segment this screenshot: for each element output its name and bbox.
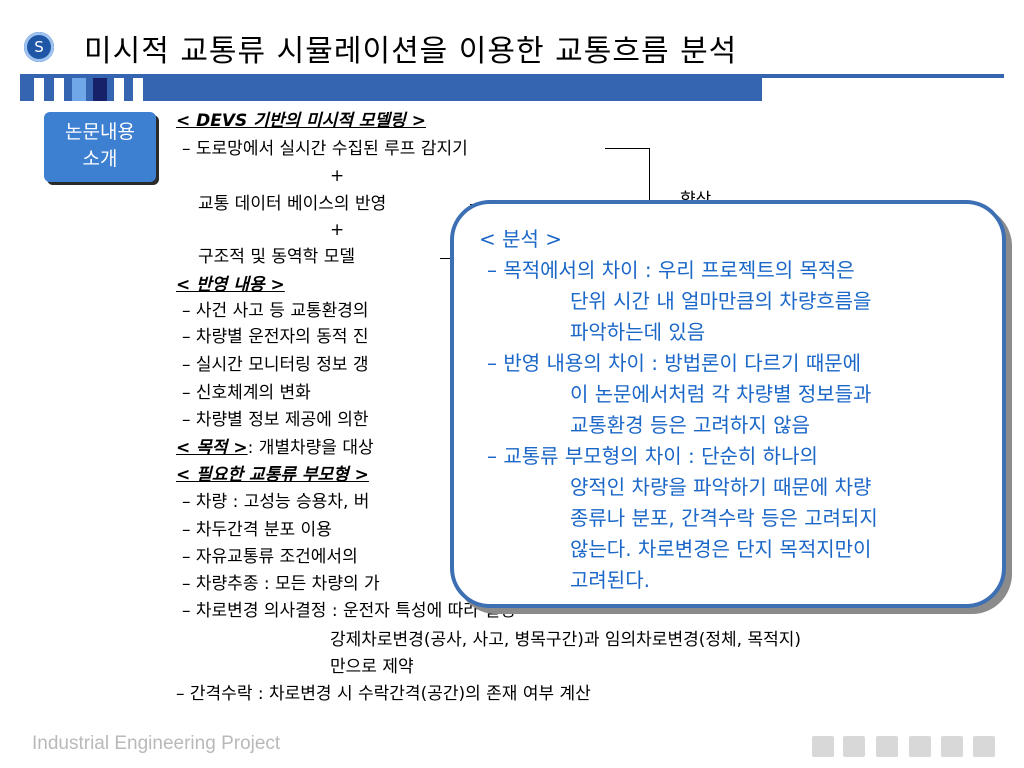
callout-line: – 목적에서의 차이 : 우리 프로젝트의 목적은 [487, 258, 855, 282]
connector-line [440, 258, 454, 259]
text-line: 만으로 제약 [330, 657, 414, 677]
section-tag-line2: 소개 [82, 148, 118, 170]
text-line: 구조적 및 동역학 모델 [198, 247, 355, 267]
footer-square [973, 736, 995, 757]
header-square [114, 78, 124, 101]
text-line: – 차량 : 고성능 승용차, 버 [182, 492, 370, 512]
heading-submodel: < 필요한 교통류 부모형 > [176, 465, 369, 485]
text-line: – 사건 사고 등 교통환경의 [182, 301, 369, 321]
footer-square [843, 736, 865, 757]
text-line: – 차량별 운전자의 동적 진 [182, 327, 369, 347]
text-line: – 간격수락 : 차로변경 시 수락간격(공간)의 존재 여부 계산 [176, 684, 591, 704]
connector-line [605, 148, 649, 149]
callout-heading: < 분석 > [479, 227, 563, 251]
footer-square [941, 736, 963, 757]
header-square [54, 78, 64, 101]
header-rule [20, 74, 1004, 78]
text-line: – 실시간 모니터링 정보 갱 [182, 355, 369, 375]
text-line: – 차로변경 의사결정 : 운전자 특성에 따라 결정 [182, 601, 516, 621]
header-square [93, 78, 107, 101]
page-title: 미시적 교통류 시뮬레이션을 이용한 교통흐름 분석 [84, 34, 738, 69]
heading-devs: < DEVS 기반의 미시적 모델링 > [176, 111, 426, 131]
footer-text: Industrial Engineering Project [32, 733, 281, 754]
footer-square [876, 736, 898, 757]
text-line: – 차량별 정보 제공에 의한 [182, 410, 369, 430]
logo-icon: S [24, 32, 54, 62]
text-line: – 차두간격 분포 이용 [182, 520, 332, 540]
callout-line: 양적인 차량을 파악하기 때문에 차량 [570, 475, 872, 499]
text-line: 강제차로변경(공사, 사고, 병목구간)과 임의차로변경(정체, 목적지) [330, 630, 801, 650]
plus-sign: + [330, 220, 345, 240]
text-line: – 자유교통류 조건에서의 [182, 547, 358, 567]
callout-line: 파악하는데 있음 [570, 320, 706, 344]
purpose-text: : 개별차량을 대상 [247, 438, 374, 458]
header-square [133, 78, 143, 101]
callout-line: 않는다. 차로변경은 단지 목적지만이 [570, 537, 872, 561]
heading-purpose: < 목적 > [176, 438, 248, 458]
connector-line [649, 148, 650, 208]
text-line: 교통 데이터 베이스의 반영 [198, 194, 387, 214]
callout-line: 단위 시간 내 얼마만큼의 차량흐름을 [570, 289, 872, 313]
plus-sign: + [330, 166, 345, 186]
callout-line: 교통환경 등은 고려하지 않음 [570, 413, 810, 437]
header-band [20, 78, 762, 101]
purpose-line: < 목적 >: 개별차량을 대상 [176, 436, 374, 460]
callout-line: 이 논문에서처럼 각 차량별 정보들과 [570, 382, 872, 406]
text-line: – 차량추종 : 모든 차량의 가 [182, 574, 380, 594]
callout-line: 고려된다. [570, 568, 650, 592]
text-line: – 도로망에서 실시간 수집된 루프 감지기 [182, 139, 468, 159]
heading-reflect: < 반영 내용 > [176, 275, 285, 295]
section-tag: 논문내용 소개 [44, 112, 156, 182]
footer-square [812, 736, 834, 757]
callout-line: – 반영 내용의 차이 : 방법론이 다르기 때문에 [487, 351, 862, 375]
analysis-callout: < 분석 > – 목적에서의 차이 : 우리 프로젝트의 목적은 단위 시간 내… [450, 200, 1006, 608]
callout-line: 종류나 분포, 간격수락 등은 고려되지 [570, 506, 878, 530]
header-square [34, 78, 44, 101]
header-square [72, 78, 86, 101]
text-line: – 신호체계의 변화 [182, 383, 311, 403]
callout-line: – 교통류 부모형의 차이 : 단순히 하나의 [487, 444, 818, 468]
section-tag-line1: 논문내용 [65, 121, 135, 143]
footer-square [909, 736, 931, 757]
